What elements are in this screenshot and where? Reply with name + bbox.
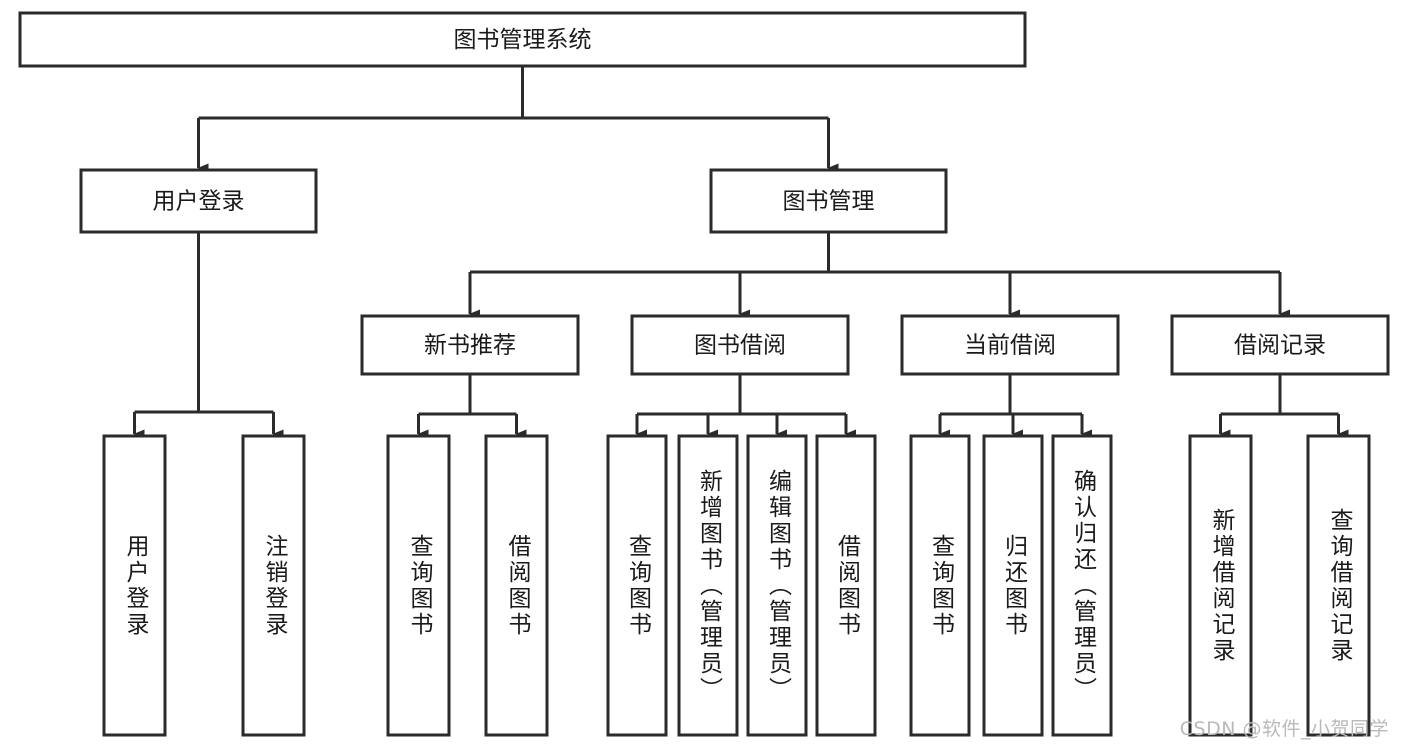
node-box-leaf-add-borrow-record[interactable] (1188, 434, 1253, 737)
node-label-borrow-record: 借阅记录 (1234, 333, 1326, 359)
node-box-borrow-record[interactable] (1170, 314, 1390, 376)
node-box-root[interactable] (18, 11, 1027, 68)
node-box-leaf-logout-login[interactable] (241, 434, 306, 737)
node-label-book-manage: 图书管理 (783, 189, 875, 215)
node-box-leaf-edit-book-admin[interactable] (746, 434, 808, 737)
node-box-leaf-borrow-book-bor[interactable] (815, 434, 877, 737)
node-box-book-borrow[interactable] (630, 314, 850, 376)
node-box-leaf-borrow-book-rec[interactable] (484, 434, 549, 737)
connectors-layer (133, 66, 1349, 439)
node-box-new-book-recommend[interactable] (360, 314, 580, 376)
node-label-book-borrow: 图书借阅 (694, 333, 786, 359)
boxes-layer (18, 11, 1390, 737)
node-box-leaf-user-login[interactable] (102, 434, 167, 737)
node-box-current-borrow[interactable] (900, 314, 1120, 376)
watermark-text: CSDN @软件_小贺同学 (1179, 718, 1389, 740)
node-box-leaf-query-book-rec[interactable] (386, 434, 451, 737)
node-box-user-login[interactable] (79, 168, 318, 234)
node-box-leaf-query-book-cur[interactable] (909, 434, 971, 737)
node-box-leaf-query-book-bor[interactable] (606, 434, 668, 737)
node-label-current-borrow: 当前借阅 (964, 333, 1056, 359)
node-label-user-login: 用户登录 (153, 189, 245, 215)
node-box-leaf-query-borrow-record[interactable] (1306, 434, 1371, 737)
node-label-root: 图书管理系统 (454, 27, 592, 53)
node-box-leaf-return-book[interactable] (982, 434, 1044, 737)
node-box-book-manage[interactable] (709, 168, 948, 234)
node-box-leaf-add-book-admin[interactable] (677, 434, 739, 737)
node-box-leaf-confirm-return-admin[interactable] (1051, 434, 1113, 737)
node-label-new-book-recommend: 新书推荐 (424, 333, 516, 359)
